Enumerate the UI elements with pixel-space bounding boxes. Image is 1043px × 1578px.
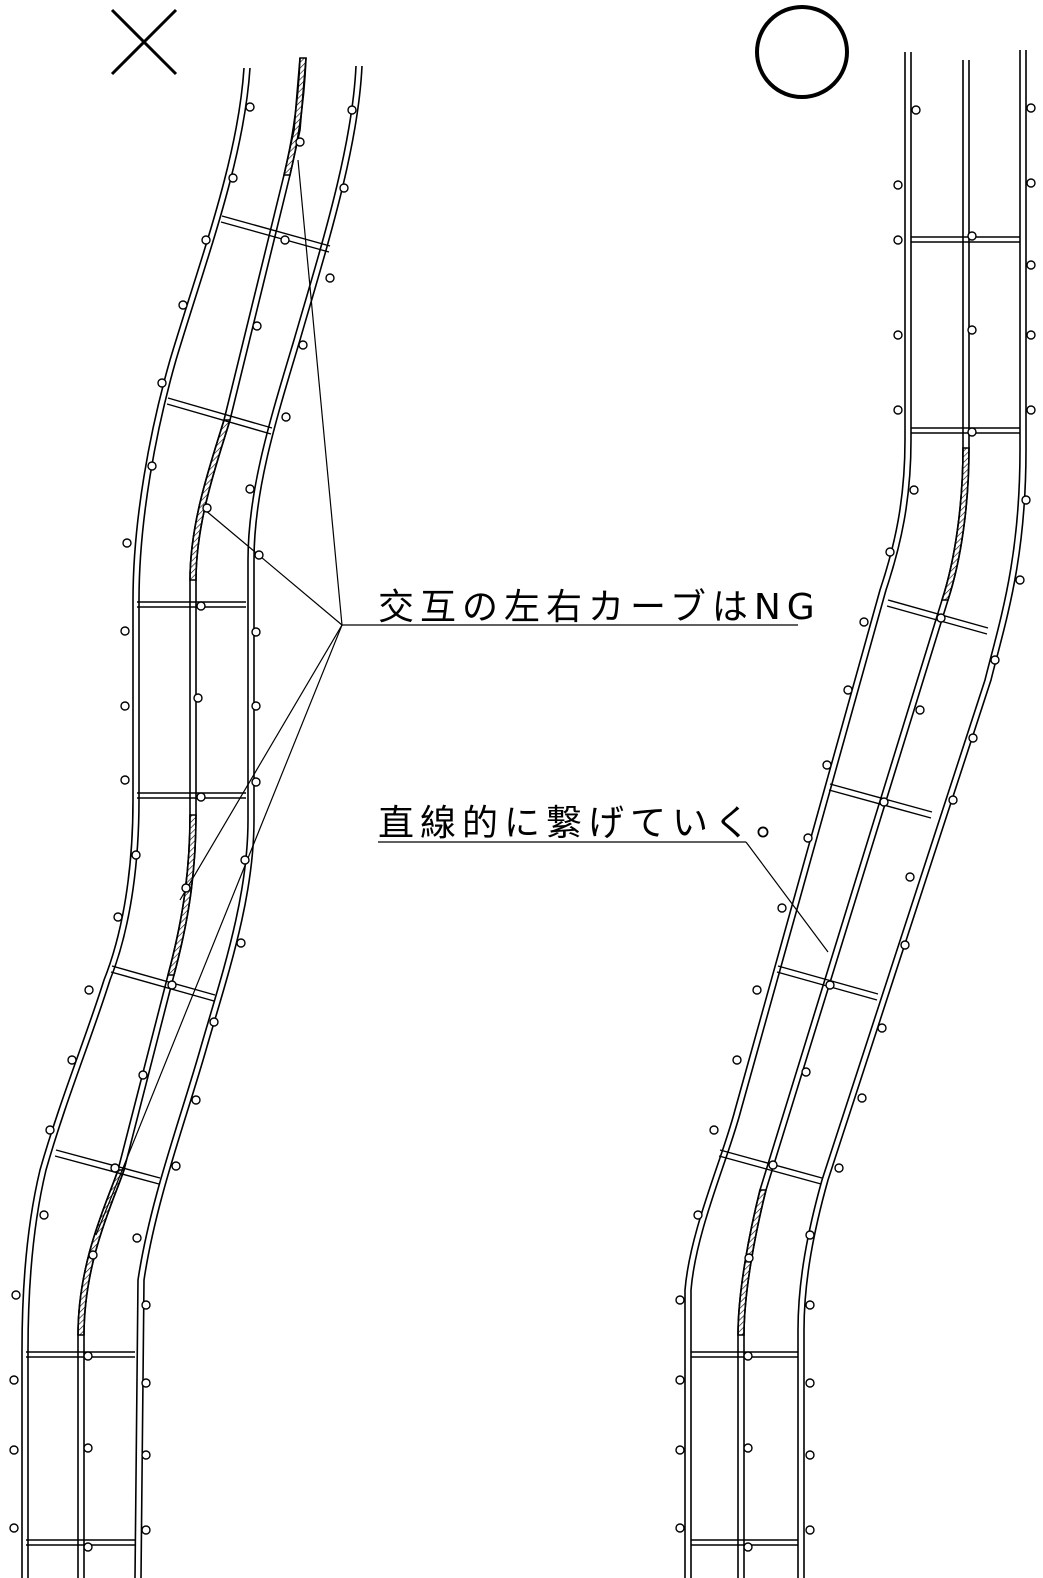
ng-note-label: 交互の左右カーブはNG xyxy=(378,587,821,628)
ng-rail-right-inner xyxy=(140,65,363,1578)
ng-rail-left xyxy=(21,67,245,1578)
ladder-ok xyxy=(378,50,1027,1578)
ok-rail-left xyxy=(684,52,906,1578)
ng-leader-lines xyxy=(95,159,798,1236)
ladder-ng xyxy=(21,57,798,1578)
ok-rail-right-inner xyxy=(803,50,1027,1578)
ng-rail-center xyxy=(77,57,301,1578)
ng-rail-left-inner xyxy=(27,67,251,1578)
ok-leader-lines xyxy=(378,841,829,953)
ng-rungs xyxy=(26,215,331,1546)
ng-rail-right xyxy=(134,65,357,1578)
ng-clamps xyxy=(9,102,357,1552)
ok-note-label: 直線的に繋げていく。 xyxy=(378,803,799,844)
ok-rail-right xyxy=(797,50,1021,1578)
ok-rail-left-inner xyxy=(690,52,912,1578)
cross-mark-icon xyxy=(110,8,178,76)
ok-clamps xyxy=(675,103,1036,1552)
circle-mark-icon xyxy=(755,5,849,99)
